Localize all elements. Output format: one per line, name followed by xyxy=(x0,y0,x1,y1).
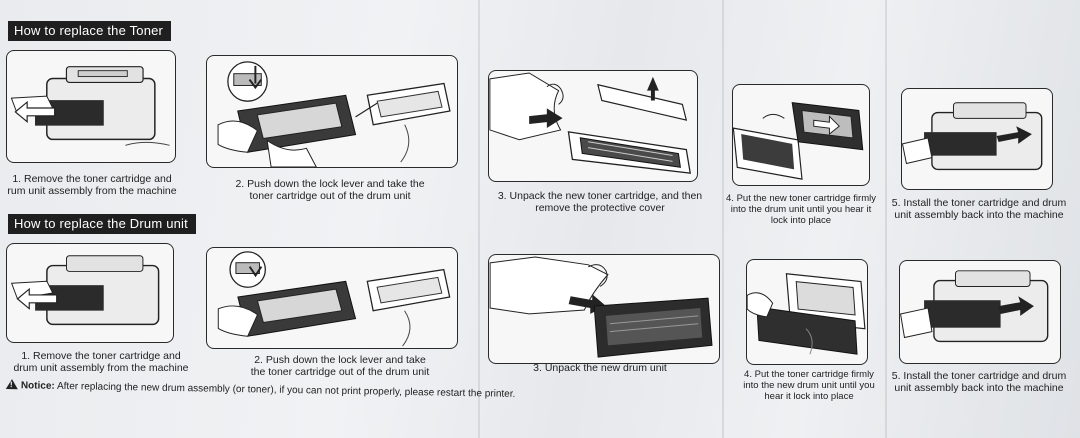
unpack-drum-illustration xyxy=(489,256,713,358)
paper-fold xyxy=(885,0,887,438)
drum-step-4-illustration xyxy=(746,259,868,365)
lock-lever-illustration xyxy=(217,251,451,347)
toner-section-heading: How to replace the Toner xyxy=(8,21,172,41)
arrow-icon xyxy=(16,287,58,310)
drum-step-3-caption: 3. Unpack the new drum unit xyxy=(533,362,667,374)
toner-step-3-illustration xyxy=(488,70,698,182)
paper-fold xyxy=(722,0,724,438)
toner-step-4-caption: 4. Put the new toner cartridge firmly in… xyxy=(726,193,876,226)
arrow-icon xyxy=(248,78,263,90)
drum-step-3-illustration xyxy=(488,254,720,364)
toner-step-5-illustration xyxy=(901,88,1053,190)
printer-remove-illustration xyxy=(10,255,160,326)
drum-step-4-caption: 4. Put the toner cartridge firmly into t… xyxy=(743,369,875,402)
insert-toner-illustration xyxy=(733,102,864,180)
drum-step-2-caption: 2. Push down the lock lever and take the… xyxy=(250,354,430,378)
arrow-icon xyxy=(248,266,263,278)
toner-step-1-illustration xyxy=(6,50,176,163)
arrow-icon xyxy=(647,76,659,101)
toner-step-4-illustration xyxy=(732,84,870,186)
install-back-illustration xyxy=(900,270,1049,343)
lock-lever-illustration xyxy=(217,61,451,167)
arrow-icon xyxy=(14,100,56,123)
drum-step-2-illustration xyxy=(206,247,458,349)
install-back-illustration xyxy=(902,102,1043,171)
warning-triangle-icon xyxy=(5,379,18,390)
insert-toner-drum-illustration xyxy=(747,273,866,355)
drum-step-1-illustration xyxy=(6,243,174,343)
arrow-icon xyxy=(998,296,1034,316)
arrow-icon xyxy=(996,126,1032,144)
drum-step-5-illustration xyxy=(899,260,1061,364)
toner-step-5-caption: 5. Install the toner cartridge and drum … xyxy=(891,197,1067,221)
notice-text: After replacing the new drum assembly (o… xyxy=(56,380,516,400)
drum-step-1-caption: 1. Remove the toner cartridge and drum u… xyxy=(13,350,189,374)
toner-step-2-caption: 2. Push down the lock lever and take the… xyxy=(235,178,425,202)
unpack-toner-illustration xyxy=(489,72,692,174)
arrow-icon xyxy=(529,108,563,128)
printer-remove-illustration xyxy=(10,66,170,146)
toner-step-2-illustration xyxy=(206,55,458,168)
notice-label: Notice: xyxy=(20,380,55,392)
toner-step-1-caption: 1. Remove the toner cartridge and rum un… xyxy=(7,173,177,197)
toner-step-3-caption: 3. Unpack the new toner cartridge, and t… xyxy=(497,190,703,214)
notice-line: Notice: After replacing the new drum ass… xyxy=(5,379,516,400)
arrow-icon xyxy=(813,115,840,136)
paper-fold xyxy=(478,0,480,438)
drum-step-5-caption: 5. Install the toner cartridge and drum … xyxy=(891,370,1067,394)
drum-section-heading: How to replace the Drum unit xyxy=(8,214,196,234)
